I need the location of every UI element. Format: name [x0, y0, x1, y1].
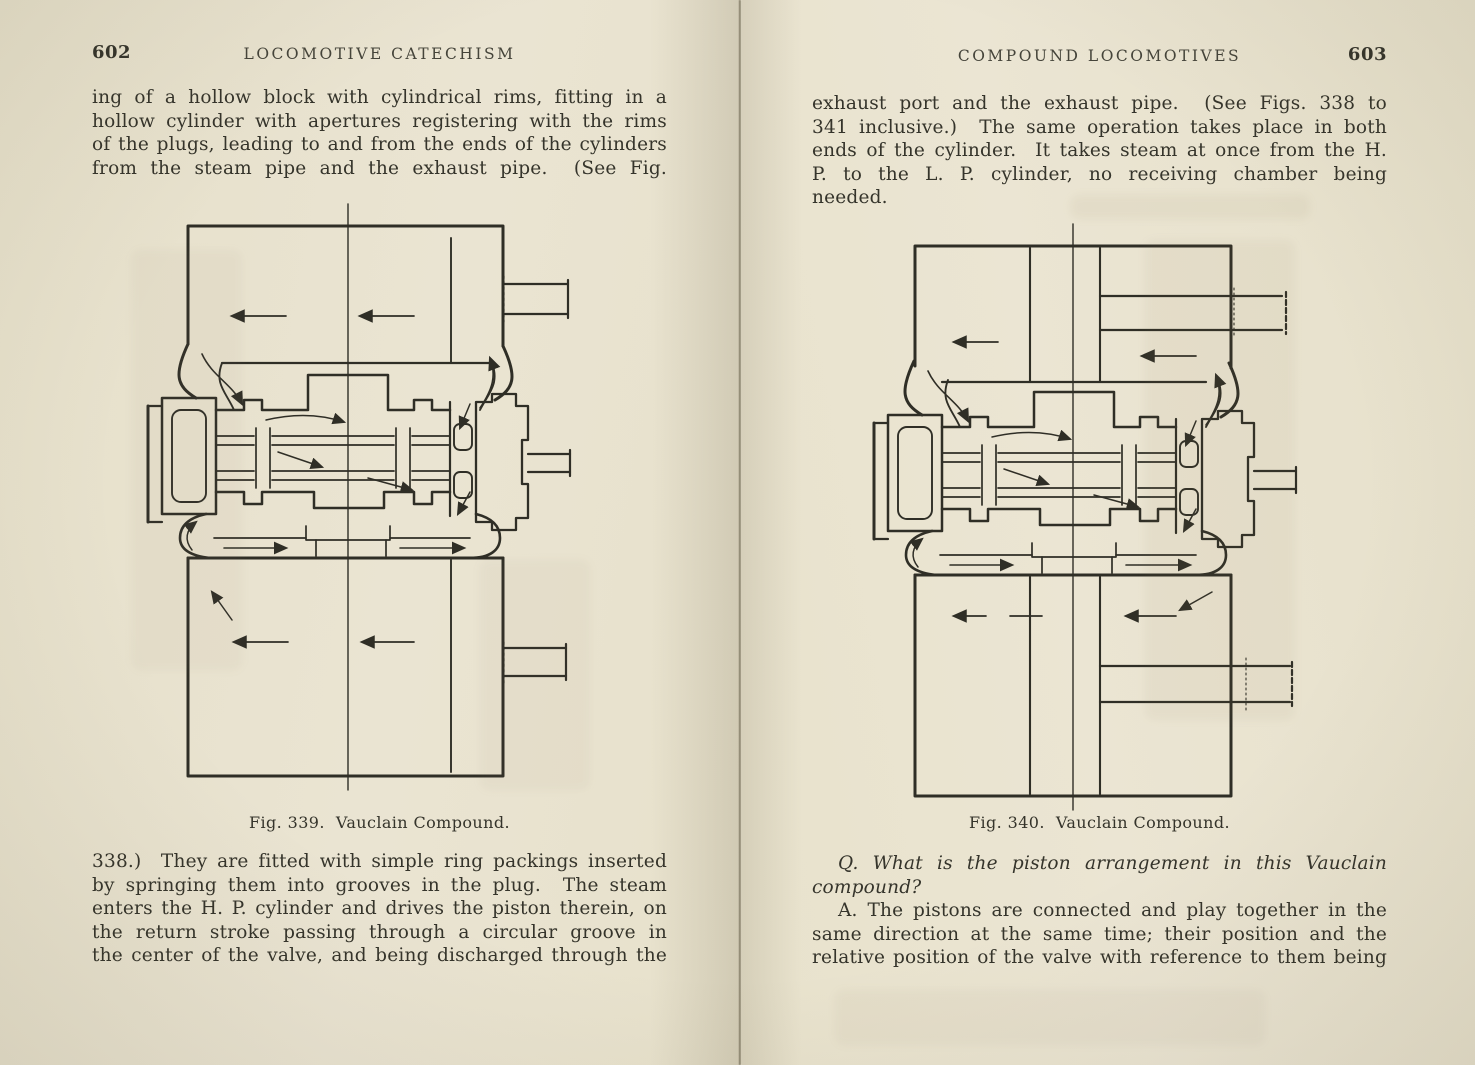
text-line: exhaust port and the exhaust pipe. (See …: [812, 93, 1387, 114]
text-line: P. to the L. P. cylinder, no receiving c…: [812, 163, 1387, 185]
text-line: relative position of the valve with refe…: [812, 947, 1387, 968]
text-line: same direction at the same time; their p…: [812, 923, 1387, 945]
text-line: the center of the valve, and being disch…: [92, 945, 667, 966]
text-line: ing of a hollow block with cylindrical r…: [92, 87, 667, 108]
paragraph-602-bottom: 338.) They are fitted with simple ring p…: [92, 850, 667, 968]
text-line: the return stroke passing through a circ…: [92, 921, 667, 943]
text-line: enters the H. P. cylinder and drives the…: [92, 898, 667, 919]
text-line: from the steam pipe and the exhaust pipe…: [92, 157, 667, 179]
paragraph-603-top: exhaust port and the exhaust pipe. (See …: [812, 92, 1387, 210]
text-line: of the plugs, leading to and from the en…: [92, 134, 667, 155]
bleed-through-smudge: [835, 990, 1265, 1045]
text-line: Q. What is the piston arrangement in thi…: [838, 853, 1387, 874]
fig-339-caption: Fig. 339. Vauclain Compound.: [249, 813, 510, 832]
text-line: 341 inclusive.) The same operation takes…: [812, 116, 1387, 138]
text-line: compound?: [812, 876, 922, 898]
text-line: by springing them into grooves in the pl…: [92, 874, 667, 896]
paragraph-602-top: ing of a hollow block with cylindrical r…: [92, 86, 667, 180]
page-number-602: 602: [92, 42, 132, 63]
text-line: hollow cylinder with apertures registeri…: [92, 110, 667, 132]
text-line: 338.) They are fitted with simple ring p…: [92, 851, 667, 872]
page-number-603: 603: [1347, 44, 1387, 65]
gutter-line: [739, 0, 741, 1065]
page-603: COMPOUND LOCOMOTIVES 603 exhaust port an…: [740, 0, 1475, 1065]
answer-paragraph: A. The pistons are connected and play to…: [812, 899, 1387, 970]
page-602: 602 LOCOMOTIVE CATECHISM ing of a hollow…: [0, 0, 740, 1065]
text-line: ends of the cylinder. It takes steam at …: [812, 140, 1387, 161]
question-paragraph: Q. What is the piston arrangement in thi…: [812, 852, 1387, 899]
text-line: A. The pistons are connected and play to…: [838, 900, 1387, 921]
running-header-right: COMPOUND LOCOMOTIVES: [957, 47, 1242, 65]
text-line: needed.: [812, 187, 888, 208]
fig-339-diagram: [118, 196, 680, 808]
running-header-left: LOCOMOTIVE CATECHISM: [243, 45, 516, 63]
fig-340-caption: Fig. 340. Vauclain Compound.: [969, 813, 1230, 832]
fig-340-diagram: [858, 218, 1420, 818]
